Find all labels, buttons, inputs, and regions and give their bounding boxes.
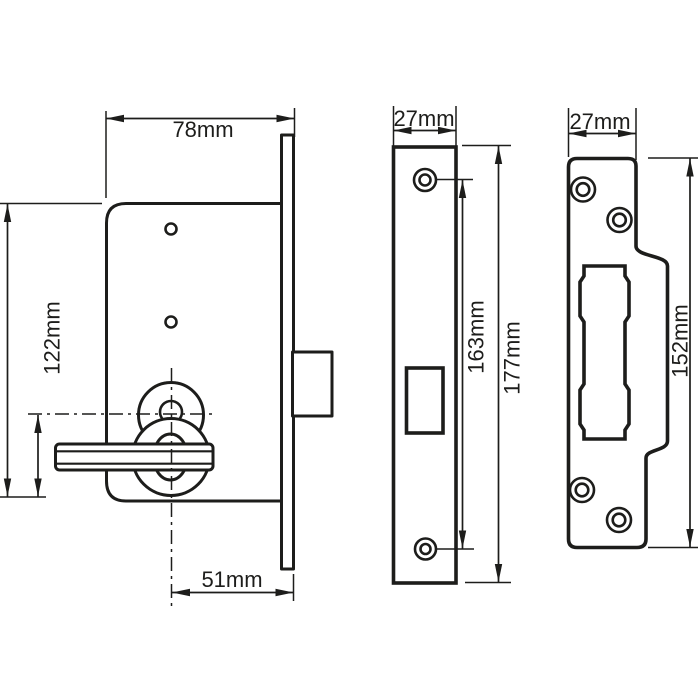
dimension-152mm: 152mm — [648, 157, 698, 549]
dimension-122mm: 122mm — [0, 202, 102, 498]
dimension-51mm: 51mm — [172, 567, 295, 601]
dimension-78mm: 78mm — [105, 108, 296, 198]
dim-label-body-height: 122mm — [40, 301, 65, 374]
strike-plate-view: 27mm 152mm — [566, 108, 698, 550]
dim-label-strike-width: 27mm — [569, 109, 630, 134]
faceplate-view: 27mm 163mm 177mm — [391, 106, 525, 585]
dim-label-body-width: 78mm — [172, 117, 233, 142]
dimension-27mm-strike: 27mm — [567, 108, 637, 160]
lock-body-view: 78mm 122mm 51mm — [0, 108, 334, 610]
strike-screwhole-3-inner — [574, 482, 590, 498]
faceplate-outline — [391, 145, 458, 585]
strike-screwhole-2-inner — [611, 212, 628, 228]
case-hole-top — [164, 222, 178, 236]
dim-label-screw-centres: 163mm — [464, 300, 489, 373]
strike-screwhole-4-inner — [611, 512, 627, 528]
lever-handle — [54, 442, 215, 472]
dimension-163mm: 163mm — [437, 178, 489, 550]
strike-plate-cutout — [578, 264, 631, 441]
dim-label-faceplate-width: 27mm — [393, 106, 454, 131]
case-hole-middle — [164, 315, 178, 329]
dim-label-backset: 51mm — [201, 567, 262, 592]
faceplate-screwhole-bottom-inner — [419, 542, 432, 556]
faceplate-bolt-cutout — [404, 366, 445, 435]
dimension-27mm-faceplate: 27mm — [392, 106, 457, 146]
faceplate-screwhole-top-inner — [418, 173, 432, 187]
dimension-177mm: 177mm — [462, 144, 525, 584]
dim-label-faceplate-height: 177mm — [500, 321, 525, 394]
deadbolt — [291, 350, 334, 418]
dim-label-strike-height: 152mm — [668, 304, 693, 377]
strike-screwhole-1-inner — [575, 181, 591, 198]
